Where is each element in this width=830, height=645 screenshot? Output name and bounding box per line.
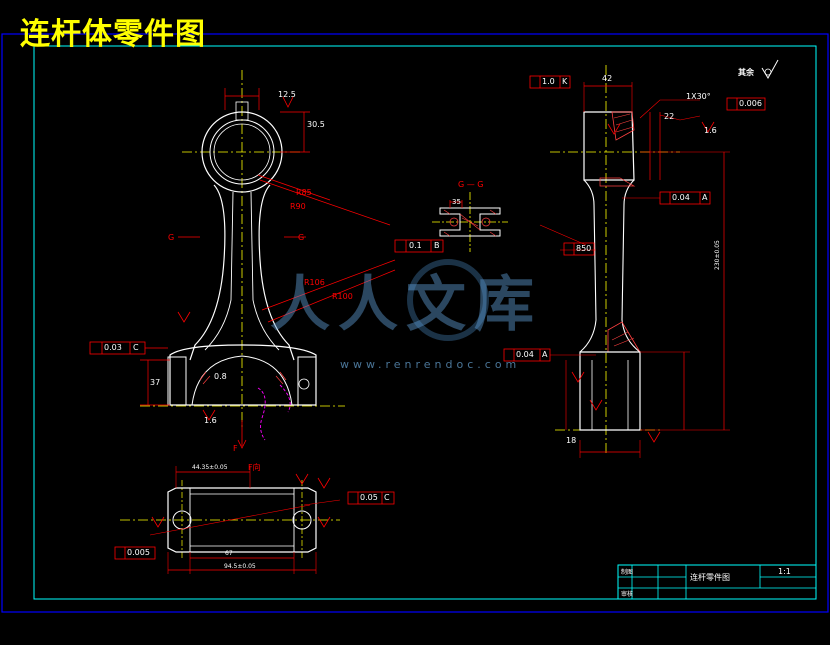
tol-parallel-a: 0.04 bbox=[672, 193, 690, 202]
roughness-symbol bbox=[761, 59, 779, 79]
tol-flatness-bottom: 0.005 bbox=[127, 548, 150, 557]
bottom-view bbox=[120, 466, 341, 574]
tol-side-box: 850 bbox=[576, 244, 592, 253]
dim-r106: R106 bbox=[304, 278, 325, 287]
title-block bbox=[617, 564, 817, 600]
tol-flatness-c-datum: C bbox=[133, 343, 139, 352]
dim-r100: R100 bbox=[332, 292, 353, 301]
dim-side-height: 230±0.05 bbox=[714, 240, 721, 270]
title-block-note-1: 制图 bbox=[621, 569, 634, 576]
title-block-scale: 1:1 bbox=[778, 567, 791, 576]
tol-parallel-b: 0.1 bbox=[409, 241, 422, 250]
watermark-logo bbox=[407, 259, 489, 341]
dim-bottom-len2: 67 bbox=[225, 550, 233, 557]
dim-g-left: G bbox=[168, 233, 175, 242]
title-block-note-2: 审核 bbox=[621, 591, 634, 598]
tol-circ-k-datum: K bbox=[562, 77, 568, 86]
watermark-latin: www.renrendoc.com bbox=[340, 358, 521, 371]
dim-08: 0.8 bbox=[214, 372, 227, 381]
dim-bottom-len: 44.35±0.05 bbox=[192, 464, 228, 471]
dim-top-height: 30.5 bbox=[307, 120, 325, 129]
dim-r90: R90 bbox=[290, 202, 306, 211]
dim-18: 18 bbox=[566, 436, 577, 445]
tol-datum-c-value: 0.05 bbox=[360, 493, 378, 502]
front-view bbox=[140, 70, 396, 449]
dim-22: 22 bbox=[664, 112, 675, 121]
dim-42: 42 bbox=[602, 74, 613, 83]
section-g-g bbox=[432, 192, 508, 252]
side-view bbox=[539, 65, 730, 458]
dim-section-label: G — G bbox=[458, 180, 484, 189]
tol-perp-a-datum: A bbox=[542, 350, 548, 359]
tol-datum-c-label: C bbox=[384, 493, 390, 502]
roughness-label: 其余 bbox=[738, 68, 754, 77]
outer-frame bbox=[1, 33, 829, 613]
dim-r85: R85 bbox=[296, 188, 312, 197]
title-block-part-name: 连杆零件图 bbox=[690, 573, 730, 582]
tol-parallel-b-datum: B bbox=[434, 241, 440, 250]
tol-flatness-top: 0.006 bbox=[739, 99, 762, 108]
tol-perp-a: 0.04 bbox=[516, 350, 534, 359]
tol-circ-k: 1.0 bbox=[542, 77, 555, 86]
dim-fview: F向 bbox=[248, 463, 261, 472]
dim-16-left: 1.6 bbox=[204, 416, 217, 425]
inner-border bbox=[33, 45, 817, 600]
page-title: 连杆体零件图 bbox=[20, 17, 206, 52]
watermark-cjk: 人人文库 bbox=[270, 270, 542, 340]
dim-16-right: 1.6 bbox=[704, 126, 717, 135]
tolerance-frames bbox=[89, 75, 766, 560]
tol-flatness-c: 0.03 bbox=[104, 343, 122, 352]
dim-1x30: 1X30° bbox=[686, 92, 711, 101]
dim-g-right: G bbox=[298, 233, 305, 242]
dim-37: 37 bbox=[150, 378, 161, 387]
dim-top-radius: 12.5 bbox=[278, 90, 296, 99]
tol-parallel-a-datum: A bbox=[702, 193, 708, 202]
dim-f: F bbox=[233, 444, 238, 453]
dim-35: 35 bbox=[452, 198, 461, 206]
dim-bottom-len3: 94.5±0.05 bbox=[224, 563, 256, 570]
